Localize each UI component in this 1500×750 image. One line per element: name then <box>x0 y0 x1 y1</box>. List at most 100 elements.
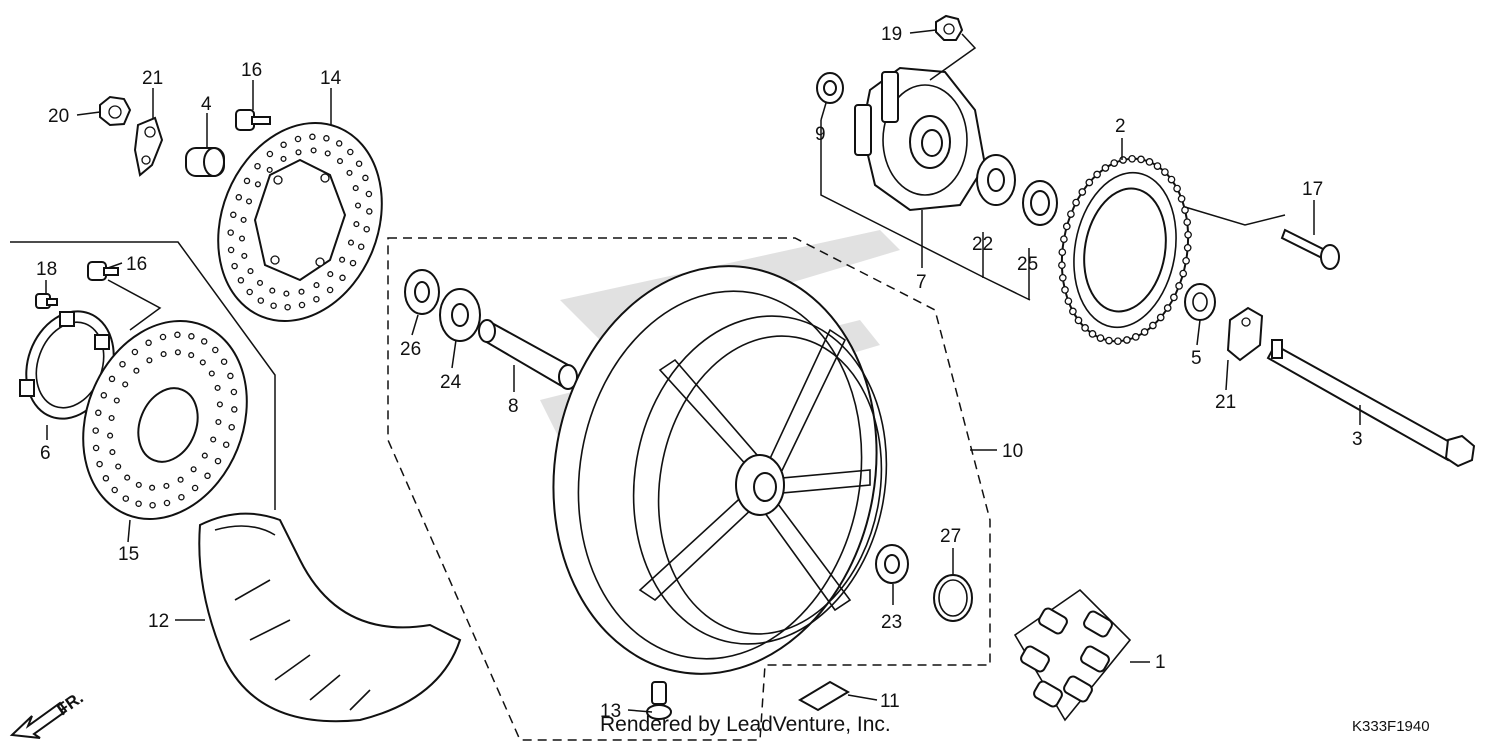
disc-hole <box>160 351 167 358</box>
disc-hole <box>159 333 167 341</box>
callout-16-upper: 16 <box>241 60 262 81</box>
disc-hole <box>231 406 238 413</box>
disc-hole <box>228 423 235 431</box>
callout-10: 10 <box>1002 441 1023 462</box>
disc-hole <box>346 169 353 176</box>
callout-25: 25 <box>1017 254 1038 275</box>
callout-7: 7 <box>916 272 927 293</box>
disc-hole <box>1177 194 1186 203</box>
disc-hole <box>1064 297 1073 306</box>
disc-hole <box>1058 248 1067 257</box>
disc-hole <box>208 370 215 377</box>
disc-hole <box>235 194 243 201</box>
disc-hole <box>335 140 343 147</box>
disc-hole <box>92 444 100 452</box>
bolt-16-lower <box>87 261 119 281</box>
disc-hole <box>210 436 217 443</box>
disc-hole <box>295 149 302 156</box>
disc-hole <box>1078 188 1087 196</box>
disc-hole <box>245 198 253 205</box>
disc-hole <box>339 274 346 282</box>
o-ring-27 <box>933 574 973 622</box>
callout-24: 24 <box>440 372 462 393</box>
callout-2: 2 <box>1115 116 1126 137</box>
disc-hole <box>1184 230 1192 239</box>
disc-hole <box>363 225 370 233</box>
disc-hole <box>1058 261 1066 270</box>
disc-hole <box>347 148 354 156</box>
disc-hole <box>1114 337 1122 346</box>
disc-hole <box>163 499 171 507</box>
disc-hole <box>1069 307 1077 316</box>
disc-hole <box>240 216 247 223</box>
disc-hole <box>326 286 334 294</box>
disc-hole <box>174 331 181 339</box>
disc-hole <box>1153 162 1162 170</box>
rendered-by-watermark: Rendered by LeadVenture, Inc. <box>600 713 891 736</box>
disc-hole <box>1161 168 1169 176</box>
leader-lines <box>45 29 1361 713</box>
disc-hole <box>231 262 238 270</box>
disc-hole <box>284 303 291 311</box>
disc-hole <box>214 384 221 391</box>
disc-hole <box>313 295 320 303</box>
disc-hole <box>298 301 306 309</box>
disc-hole <box>135 481 142 488</box>
disc-hole <box>365 190 373 198</box>
disc-hole <box>269 287 276 294</box>
disc-hole <box>294 135 302 143</box>
callout-21-left: 21 <box>142 68 163 89</box>
disc-hole <box>349 259 357 267</box>
bracket-21-left <box>133 116 164 177</box>
disc-hole <box>119 360 126 368</box>
disc-hole <box>149 484 156 491</box>
disc-hole <box>1137 155 1145 164</box>
disc-hole <box>280 141 287 149</box>
disc-hole <box>256 279 264 286</box>
spacer-8 <box>478 319 578 390</box>
disc-hole <box>111 486 118 494</box>
disc-hole <box>247 268 254 275</box>
collar-4 <box>185 147 225 177</box>
damper-rubbers-1 <box>1013 588 1132 722</box>
disc-hole <box>313 282 320 289</box>
disc-hole <box>280 155 287 162</box>
callout-27: 27 <box>940 526 961 547</box>
bolt-18 <box>35 293 58 309</box>
disc-hole <box>1060 235 1068 244</box>
disc-hole <box>146 357 153 364</box>
disc-hole <box>214 457 222 465</box>
front-direction-arrow-icon: FR. <box>9 688 87 739</box>
disc-hole <box>108 375 116 383</box>
disc-hole <box>222 441 230 448</box>
callout-20: 20 <box>48 106 69 127</box>
disc-hole <box>1061 286 1069 294</box>
disc-hole <box>353 221 360 228</box>
disc-hole <box>108 414 115 422</box>
disc-hole <box>1093 170 1101 179</box>
disc-hole <box>1119 156 1127 164</box>
disc-hole <box>135 500 142 507</box>
disc-hole <box>177 476 184 483</box>
axle-3 <box>1266 339 1476 468</box>
disc-hole <box>1170 293 1178 302</box>
disc-hole <box>1183 243 1192 252</box>
callout-labels: 1 2 3 4 5 6 7 8 9 10 11 12 13 14 15 16 1… <box>36 24 1363 722</box>
clip-11 <box>798 680 850 712</box>
bearing-26 <box>404 269 440 315</box>
disc-hole <box>201 452 208 459</box>
disc-hole <box>133 367 140 374</box>
disc-hole <box>149 501 156 509</box>
disc-hole <box>122 381 129 388</box>
disc-hole <box>163 482 170 489</box>
disc-hole <box>1110 159 1119 167</box>
disc-hole <box>241 252 248 259</box>
disc-hole <box>1085 178 1094 187</box>
disc-hole <box>1131 333 1140 341</box>
disc-hole <box>100 392 108 399</box>
brake-disc-14 <box>217 122 383 322</box>
disc-hole <box>1173 184 1181 193</box>
disc-hole <box>191 484 199 492</box>
disc-hole <box>1062 222 1071 231</box>
disc-hole <box>310 147 317 154</box>
